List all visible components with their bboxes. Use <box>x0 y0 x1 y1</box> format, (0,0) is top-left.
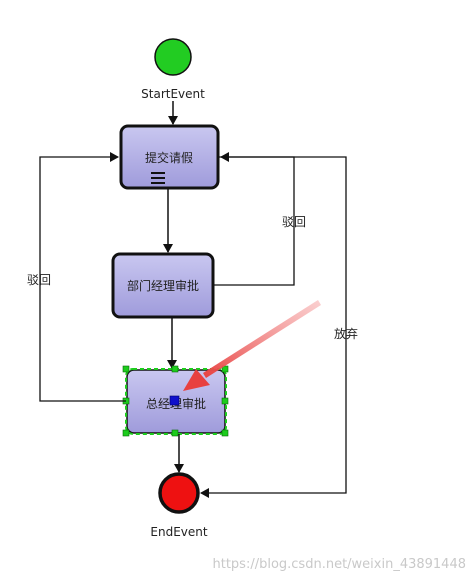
handle-top-right[interactable] <box>221 365 229 373</box>
task-dept-manager-label: 部门经理审批 <box>127 278 199 293</box>
handle-bottom-left[interactable] <box>122 429 130 437</box>
start-event-circle[interactable] <box>154 38 192 76</box>
watermark-text: https://blog.csdn.net/weixin_43891448 <box>212 557 466 572</box>
handle-top[interactable] <box>171 365 179 373</box>
abandon-label: 放弃 <box>334 326 358 341</box>
task-general-manager[interactable]: 总经理审批 <box>122 365 229 437</box>
flow-abandon-submit-to-end[interactable] <box>200 156 347 498</box>
flow-reject-gm-to-submit[interactable] <box>39 152 126 402</box>
handle-right[interactable] <box>221 397 229 405</box>
handle-bottom[interactable] <box>171 429 179 437</box>
end-event-label: EndEvent <box>150 525 207 539</box>
task-submit[interactable]: 提交请假 <box>119 124 220 190</box>
multi-instance-icon <box>151 172 165 184</box>
task-submit-label: 提交请假 <box>145 150 193 165</box>
reject-right-label: 驳回 <box>282 215 306 229</box>
start-event-label: StartEvent <box>141 87 205 101</box>
end-event-circle[interactable] <box>158 472 200 514</box>
reject-left-label: 驳回 <box>27 273 51 287</box>
connect-handle-icon[interactable] <box>169 395 180 406</box>
handle-top-left[interactable] <box>122 365 130 373</box>
handle-bottom-right[interactable] <box>221 429 229 437</box>
task-dept-manager[interactable]: 部门经理审批 <box>111 252 215 319</box>
annotation-arrow <box>183 300 321 391</box>
